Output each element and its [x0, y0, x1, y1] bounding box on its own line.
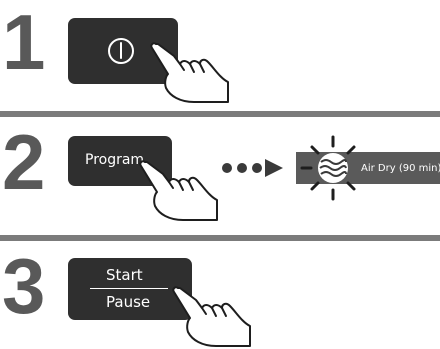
- step-number-2: 2: [2, 118, 46, 206]
- pointing-hand-icon: [172, 286, 251, 347]
- step-divider-1: [0, 111, 440, 117]
- step-number-1: 1: [2, 0, 46, 86]
- air-dry-blinking-icon: [300, 135, 356, 201]
- pointing-hand-icon: [150, 42, 229, 103]
- step-number-3: 3: [2, 242, 46, 330]
- cycle-display-text: Air Dry (90 min): [361, 163, 440, 174]
- start-label: Start: [106, 266, 143, 284]
- start-pause-separator: [90, 288, 168, 289]
- program-button[interactable]: Program: [68, 136, 172, 186]
- pause-label: Pause: [106, 293, 151, 311]
- power-icon: [108, 38, 134, 64]
- start-pause-button[interactable]: Start Pause: [68, 258, 192, 320]
- pointing-hand-icon: [139, 160, 218, 221]
- step-divider-2: [0, 235, 440, 241]
- program-button-label: Program: [85, 152, 145, 168]
